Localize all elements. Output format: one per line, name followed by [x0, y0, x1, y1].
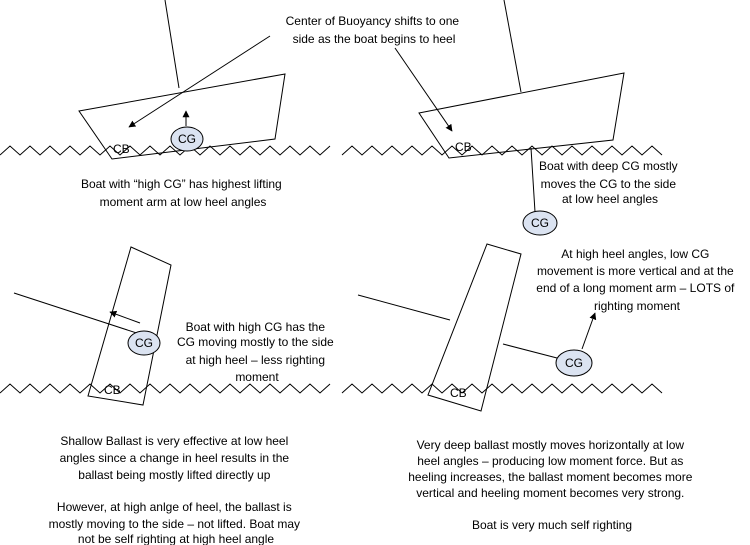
center-of-buoyancy-caption: Center of Buoyancy shifts to one side as…: [286, 14, 463, 46]
cb-label: CB: [113, 142, 130, 156]
cb-label: CB: [450, 386, 467, 400]
cg-up-arrow: [581, 312, 597, 350]
pointer-arrow-right: [394, 47, 453, 132]
keel-line: [530, 147, 536, 213]
hull: [418, 72, 625, 159]
cg-label: CG: [531, 216, 549, 230]
hull: [87, 246, 172, 406]
shallow-ballast-explanation: Shallow Ballast is very effective at low…: [49, 434, 304, 545]
waterline: [341, 145, 663, 156]
cg-marker: [522, 210, 558, 236]
keel-line: [502, 343, 558, 359]
buoyancy-annotation: Center of Buoyancy shifts to one side as…: [128, 14, 463, 132]
pointer-arrow-left: [128, 35, 271, 128]
deep-ballast-explanation: Very deep ballast mostly moves horizonta…: [408, 438, 696, 532]
hull: [427, 243, 522, 412]
hull: [78, 73, 286, 160]
mast: [357, 294, 451, 321]
cg-marker: [170, 126, 204, 152]
mast: [13, 292, 153, 339]
panel-2-deep-cg-low-heel: CB CG Boat with deep CG mostly moves the…: [341, 0, 681, 236]
waterline: [341, 383, 663, 394]
panel-1-high-cg-low-heel: CB CG Boat with “high CG” has highest li…: [0, 0, 331, 209]
cb-label: CB: [104, 383, 121, 397]
panel-2-caption: Boat with deep CG mostly moves the CG to…: [539, 159, 681, 206]
panel-3-high-cg-high-heel: CB CG Boat with high CG has the CG movin…: [0, 246, 337, 406]
panel-3-caption: Boat with high CG has the CG moving most…: [177, 320, 337, 384]
cb-label: CB: [455, 140, 472, 154]
mast: [503, 0, 522, 93]
cg-marker: [127, 330, 161, 356]
panel-1-caption: Boat with “high CG” has highest lifting …: [81, 177, 285, 209]
cg-marker: [555, 349, 593, 377]
cg-label: CG: [178, 132, 196, 146]
mast: [164, 0, 180, 89]
panel-4-low-cg-high-heel: CB CG At high heel angles, low CG moveme…: [341, 243, 737, 412]
cg-label: CG: [565, 356, 583, 370]
waterline: [0, 145, 331, 156]
waterline: [0, 383, 331, 394]
cg-side-arrow: [109, 310, 141, 324]
cg-label: CG: [135, 336, 153, 350]
panel-4-caption: At high heel angles, low CG movement is …: [536, 247, 737, 313]
